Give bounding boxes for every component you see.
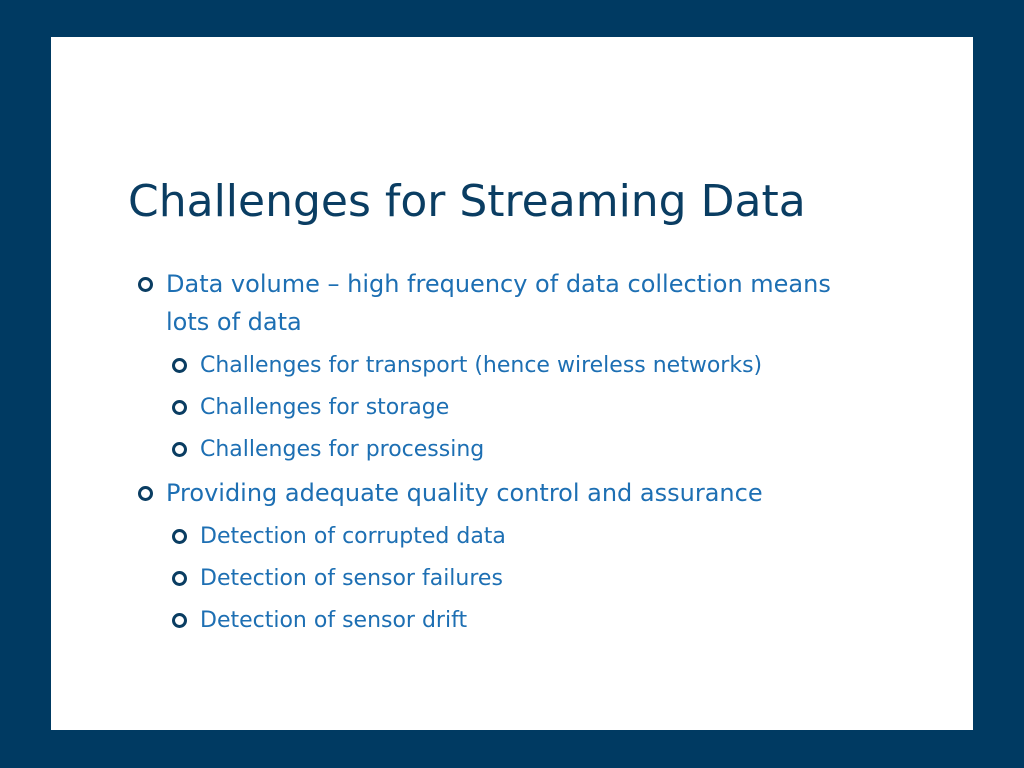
bullet-item-sensor-failures: Detection of sensor failures [136,561,876,596]
bullet-item-quality-control: Providing adequate quality control and a… [136,474,876,512]
bullet-text: Detection of sensor drift [200,608,468,633]
hollow-circle-bullet-icon [172,529,187,544]
bullet-list: Data volume – high frequency of data col… [136,265,876,645]
bullet-item-transport: Challenges for transport (hence wireless… [136,348,876,383]
bullet-text: Data volume – high frequency of data col… [166,270,831,336]
bullet-item-storage: Challenges for storage [136,390,876,425]
bullet-text: Challenges for processing [200,437,485,462]
hollow-circle-bullet-icon [172,442,187,457]
bullet-item-corrupted-data: Detection of corrupted data [136,519,876,554]
hollow-circle-bullet-icon [138,486,153,501]
hollow-circle-bullet-icon [172,358,187,373]
hollow-circle-bullet-icon [172,571,187,586]
bullet-text: Providing adequate quality control and a… [166,479,763,507]
hollow-circle-bullet-icon [138,277,153,292]
slide-title: Challenges for Streaming Data [128,176,806,227]
bullet-item-sensor-drift: Detection of sensor drift [136,603,876,638]
bullet-item-processing: Challenges for processing [136,432,876,467]
hollow-circle-bullet-icon [172,400,187,415]
hollow-circle-bullet-icon [172,613,187,628]
bullet-text: Detection of corrupted data [200,524,506,549]
bullet-text: Detection of sensor failures [200,566,503,591]
bullet-text: Challenges for storage [200,395,450,420]
bullet-text: Challenges for transport (hence wireless… [200,353,763,378]
bullet-item-data-volume: Data volume – high frequency of data col… [136,265,876,341]
slide-canvas: Challenges for Streaming Data Data volum… [51,37,973,730]
